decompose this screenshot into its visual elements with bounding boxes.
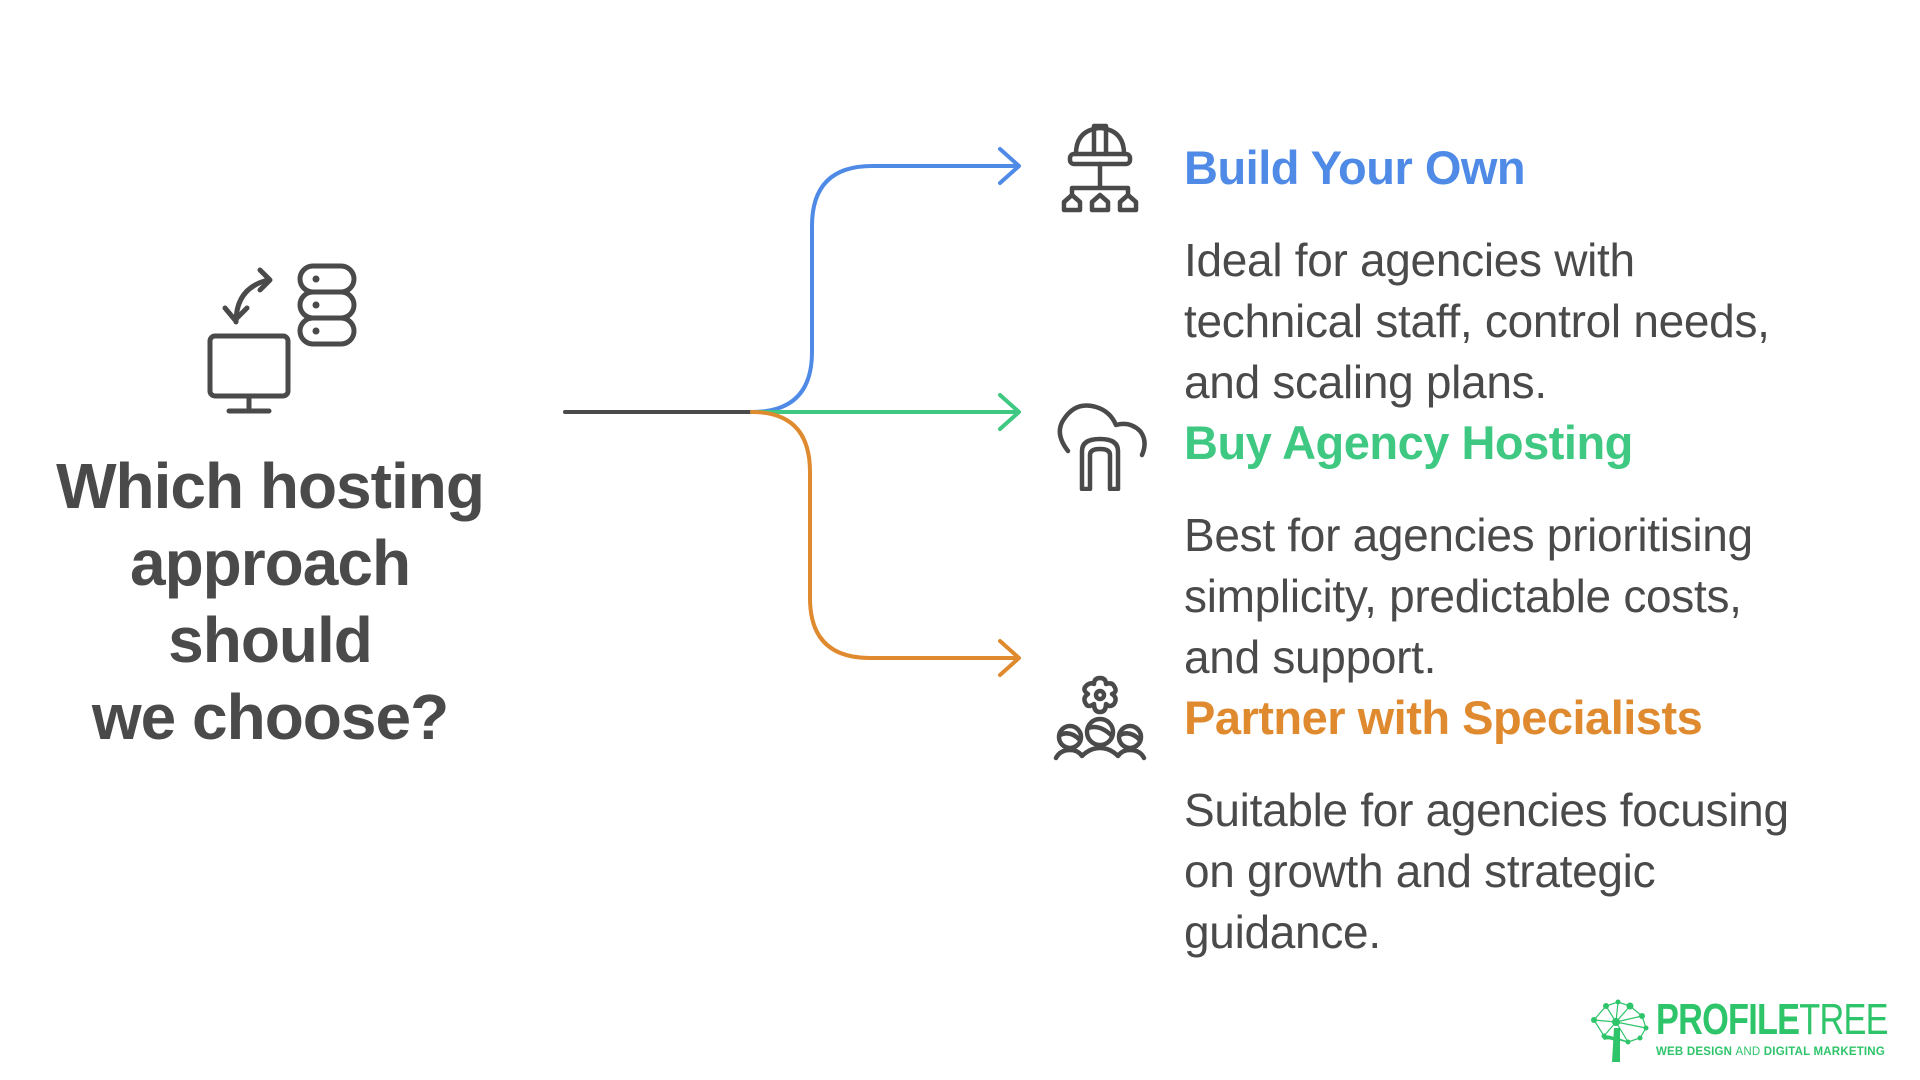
computer-server-sync-icon	[207, 263, 357, 414]
cloud-arch-icon	[1057, 403, 1147, 491]
hard-hat-hierarchy-icon	[1061, 123, 1139, 213]
description-line: and scaling plans.	[1184, 356, 1547, 408]
option-description-partner-with-specialists: Suitable for agencies focusing on growth…	[1184, 780, 1789, 963]
central-question: Which hosting approach should we choose?	[20, 448, 520, 756]
question-line: approach should	[129, 527, 411, 676]
option-title-build-your-own: Build Your Own	[1184, 141, 1526, 194]
branch-partner-with-specialists	[750, 410, 1020, 660]
description-line: simplicity, predictable costs,	[1184, 570, 1742, 622]
arrow-head-blue-icon	[998, 147, 1021, 185]
description-line: Suitable for agencies focusing	[1184, 784, 1789, 836]
description-line: Best for agencies prioritising	[1184, 509, 1753, 561]
option-description-buy-agency-hosting: Best for agencies prioritising simplicit…	[1184, 505, 1753, 688]
description-line: Ideal for agencies with	[1184, 234, 1635, 286]
branch-build-your-own	[750, 164, 1020, 414]
description-line: guidance.	[1184, 906, 1381, 958]
description-line: and support.	[1184, 631, 1437, 683]
profiletree-logo: PROFILETREE WEB DESIGN AND DIGITAL MARKE…	[1588, 996, 1898, 1066]
option-title-partner-with-specialists: Partner with Specialists	[1184, 691, 1703, 744]
gear-team-icon	[1053, 675, 1147, 761]
logo-wordmark: PROFILETREE	[1656, 995, 1888, 1044]
option-title-buy-agency-hosting: Buy Agency Hosting	[1184, 416, 1633, 469]
description-line: on growth and strategic	[1184, 845, 1656, 897]
logo-tagline: WEB DESIGN AND DIGITAL MARKETING	[1656, 1046, 1885, 1058]
arrow-head-orange-icon	[998, 639, 1021, 677]
arrow-head-green-icon	[998, 393, 1021, 431]
question-line: we choose?	[91, 681, 449, 753]
description-line: technical staff, control needs,	[1184, 295, 1770, 347]
question-line: Which hosting	[56, 450, 485, 522]
option-description-build-your-own: Ideal for agencies with technical staff,…	[1184, 230, 1770, 413]
tree-network-icon	[1591, 999, 1649, 1062]
